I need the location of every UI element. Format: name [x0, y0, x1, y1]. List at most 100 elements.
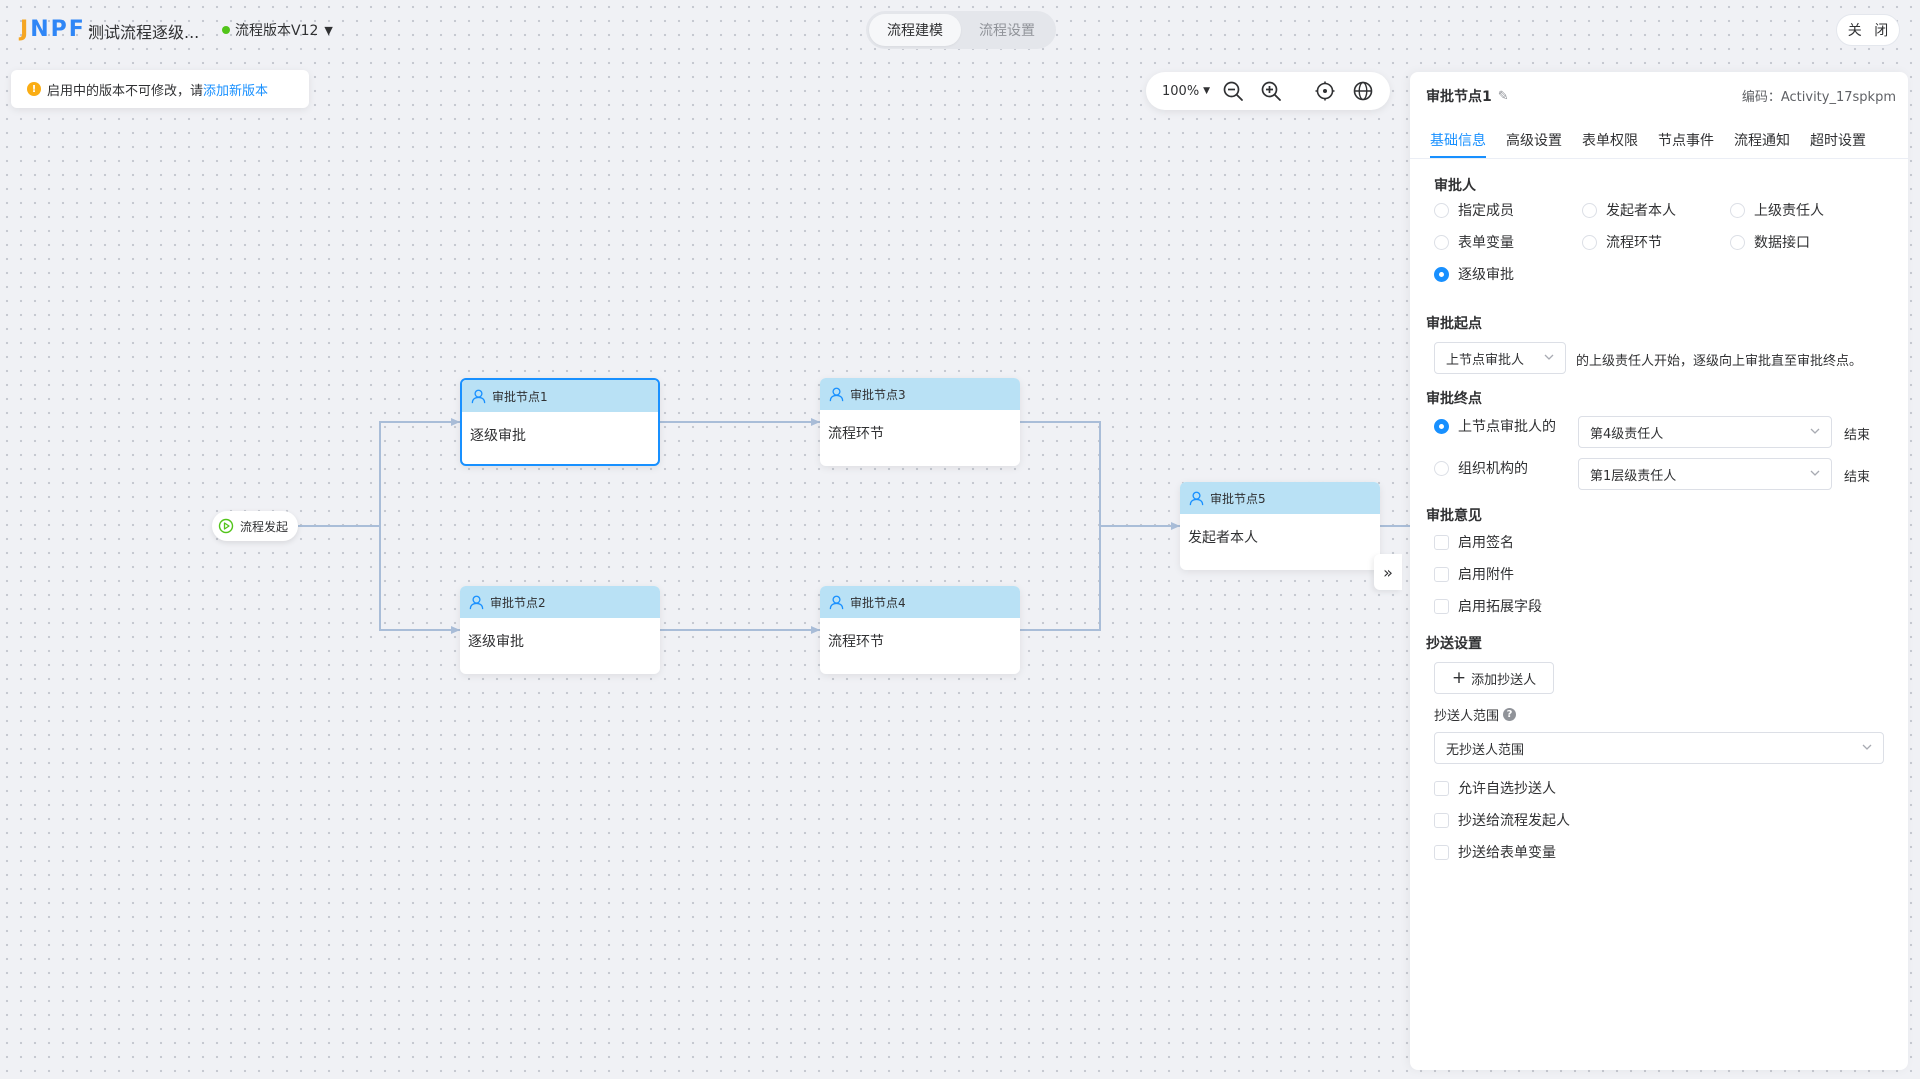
end-point-option-organization[interactable]: 组织机构的 — [1434, 458, 1528, 478]
node-title: 审批节点4 — [850, 595, 906, 610]
option-label: 数据接口 — [1754, 235, 1810, 251]
cc-allow-self-select[interactable]: 允许自选抄送人 — [1434, 778, 1556, 798]
node-header: 审批节点3 — [820, 378, 1020, 410]
approval-node-3[interactable]: 审批节点3 流程环节 — [820, 378, 1020, 466]
caret-down-icon: ▼ — [1203, 86, 1211, 96]
fit-view-button[interactable] — [1344, 72, 1382, 110]
tab-timeout-settings[interactable]: 超时设置 — [1810, 133, 1866, 149]
add-cc-button[interactable]: + 添加抄送人 — [1434, 662, 1554, 694]
collapse-panel-button[interactable]: » — [1374, 554, 1402, 590]
checkbox — [1434, 844, 1449, 860]
close-button[interactable]: 关 闭 — [1836, 14, 1900, 46]
play-circle-icon — [218, 518, 234, 534]
cc-to-form-variable[interactable]: 抄送给表单变量 — [1434, 842, 1556, 862]
cc-range-select[interactable]: 无抄送人范围 — [1434, 732, 1884, 764]
checkbox — [1434, 598, 1449, 614]
approval-node-5[interactable]: 审批节点5 发起者本人 — [1180, 482, 1380, 570]
panel-tabs: 基础信息 高级设置 表单权限 节点事件 流程通知 超时设置 — [1430, 124, 1886, 158]
tab-flow-settings[interactable]: 流程设置 — [979, 23, 1035, 39]
radio — [1434, 460, 1449, 476]
node-code: 编码：Activity_17spkpm — [1741, 90, 1896, 105]
user-icon — [829, 595, 844, 609]
tab-advanced-settings[interactable]: 高级设置 — [1506, 133, 1562, 149]
approver-option-form-variable[interactable]: 表单变量 — [1434, 232, 1514, 252]
radio — [1582, 234, 1597, 250]
approver-option-flow-step[interactable]: 流程环节 — [1582, 232, 1662, 252]
start-node-label: 流程发起 — [240, 519, 289, 534]
option-label: 允许自选抄送人 — [1458, 781, 1556, 797]
user-icon — [1189, 491, 1204, 505]
option-label: 指定成员 — [1458, 203, 1514, 219]
checkbox — [1434, 780, 1449, 796]
option-label: 启用拓展字段 — [1458, 599, 1542, 615]
select-value: 上节点审批人 — [1446, 352, 1525, 368]
node-header: 审批节点5 — [1180, 482, 1380, 514]
tab-form-permissions[interactable]: 表单权限 — [1582, 133, 1638, 149]
warning-icon: ! — [27, 82, 41, 96]
chevron-down-icon — [1810, 470, 1820, 476]
approver-option-superior[interactable]: 上级责任人 — [1730, 200, 1824, 220]
help-icon[interactable]: ? — [1503, 708, 1517, 721]
mode-switch: 流程建模 流程设置 — [866, 11, 1056, 49]
caret-down-icon: ▼ — [324, 23, 333, 37]
tab-flow-modeling[interactable]: 流程建模 — [869, 14, 961, 46]
approver-option-data-interface[interactable]: 数据接口 — [1730, 232, 1810, 252]
opinion-enable-attachment[interactable]: 启用附件 — [1434, 564, 1514, 584]
chevron-down-icon — [1862, 744, 1872, 750]
zoom-out-button[interactable] — [1214, 72, 1252, 110]
tab-flow-notifications[interactable]: 流程通知 — [1734, 133, 1790, 149]
end-point-label: 审批终点 — [1426, 391, 1482, 407]
radio — [1434, 202, 1449, 218]
node-title: 审批节点5 — [1210, 491, 1266, 506]
zoom-in-button[interactable] — [1252, 72, 1290, 110]
approver-option-initiator[interactable]: 发起者本人 — [1582, 200, 1676, 220]
org-level-select[interactable]: 第1层级责任人 — [1578, 458, 1832, 490]
readonly-notice: ! 启用中的版本不可修改，请 添加新版本 — [11, 70, 309, 108]
zoom-level-select[interactable]: 100% ▼ — [1162, 84, 1214, 99]
zoom-level: 100% — [1162, 83, 1200, 99]
version-label: 流程版本V12 — [235, 23, 319, 39]
select-value: 第1层级责任人 — [1590, 468, 1677, 484]
checkbox — [1434, 534, 1449, 550]
approval-node-2[interactable]: 审批节点2 逐级审批 — [460, 586, 660, 674]
node-body: 发起者本人 — [1188, 530, 1258, 546]
user-icon — [829, 387, 844, 401]
cc-settings-label: 抄送设置 — [1426, 636, 1482, 652]
node-body: 流程环节 — [828, 634, 884, 650]
node-title: 审批节点1 — [492, 389, 548, 404]
tab-node-events[interactable]: 节点事件 — [1658, 133, 1714, 149]
node-body: 逐级审批 — [470, 428, 526, 444]
tabs-divider — [1410, 158, 1908, 159]
edit-icon[interactable]: ✎ — [1497, 88, 1509, 104]
cc-to-initiator[interactable]: 抄送给流程发起人 — [1434, 810, 1570, 830]
radio — [1434, 234, 1449, 250]
node-body: 流程环节 — [828, 426, 884, 442]
approver-label: 审批人 — [1434, 178, 1476, 194]
version-selector[interactable]: 流程版本V12 ▼ — [222, 20, 333, 40]
double-chevron-right-icon: » — [1383, 562, 1393, 582]
node-body: 逐级审批 — [468, 634, 524, 650]
node-title: 审批节点3 — [850, 387, 906, 402]
option-label: 抄送给流程发起人 — [1458, 813, 1570, 829]
end-point-option-prev-approver[interactable]: 上节点审批人的 — [1434, 416, 1556, 436]
end-level-select[interactable]: 第4级责任人 — [1578, 416, 1832, 448]
approval-node-4[interactable]: 审批节点4 流程环节 — [820, 586, 1020, 674]
flow-start-node[interactable]: 流程发起 — [212, 511, 298, 541]
opinion-enable-extension-field[interactable]: 启用拓展字段 — [1434, 596, 1542, 616]
start-point-suffix: 的上级责任人开始，逐级向上审批直至审批终点。 — [1576, 354, 1863, 369]
user-icon — [469, 595, 484, 609]
add-version-link[interactable]: 添加新版本 — [203, 83, 269, 99]
cc-range-label: 抄送人范围 — [1434, 709, 1500, 724]
radio-checked — [1434, 266, 1449, 282]
approver-option-specified-members[interactable]: 指定成员 — [1434, 200, 1514, 220]
option-label: 抄送给表单变量 — [1458, 845, 1556, 861]
start-point-select[interactable]: 上节点审批人 — [1434, 342, 1566, 374]
approval-node-1[interactable]: 审批节点1 逐级审批 — [460, 378, 660, 466]
locate-center-button[interactable] — [1306, 72, 1344, 110]
approver-option-level-by-level[interactable]: 逐级审批 — [1434, 264, 1514, 284]
opinion-enable-signature[interactable]: 启用签名 — [1434, 532, 1514, 552]
add-cc-label: 添加抄送人 — [1471, 672, 1537, 688]
tab-basic-info[interactable]: 基础信息 — [1430, 124, 1486, 158]
option-label: 发起者本人 — [1606, 203, 1676, 219]
